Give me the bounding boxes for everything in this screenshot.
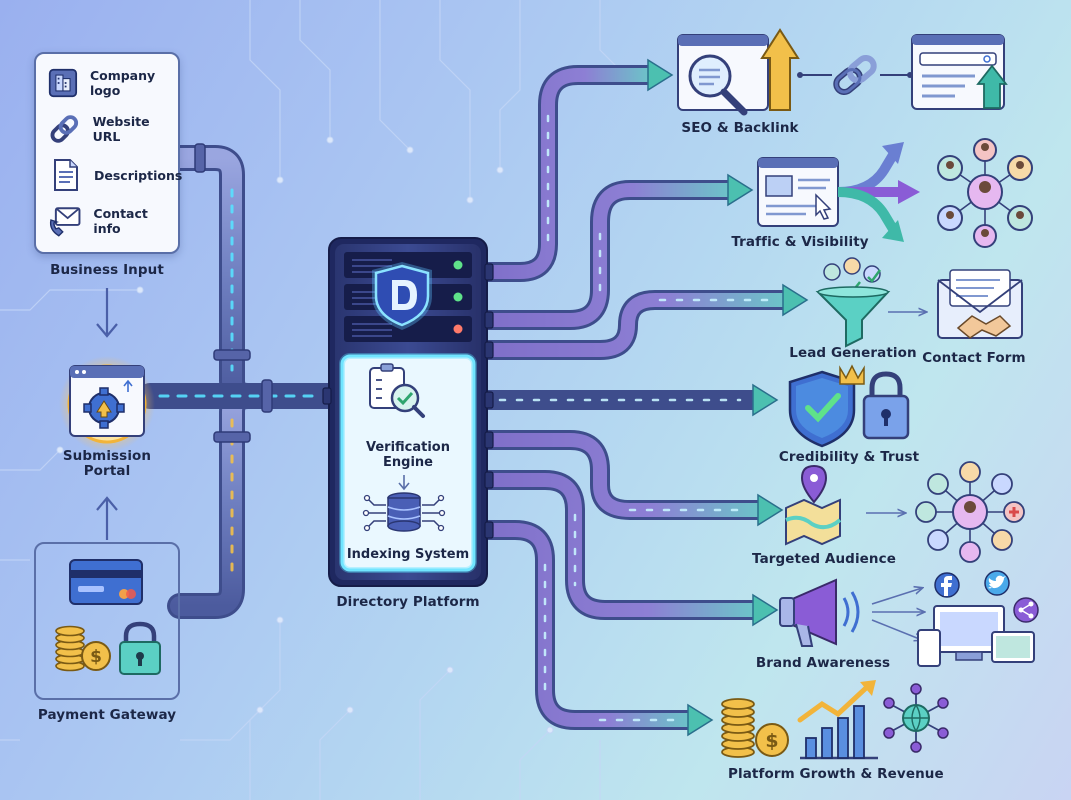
business-input-card: Company logo Website URL Descriptions Co… [34, 52, 182, 254]
bar-growth-icon [797, 680, 878, 760]
targeted-audience-label: Targeted Audience [752, 551, 897, 567]
payment-gateway-label: Payment Gateway [37, 707, 177, 723]
globe-network-icon [883, 683, 949, 753]
people-network-icon [937, 138, 1033, 248]
circuit-nodes [56, 76, 634, 734]
input-item-contact-info: Contact info [48, 204, 178, 238]
twitter-icon [984, 570, 1010, 596]
shield-check-icon [788, 364, 865, 448]
svg-text:$: $ [765, 730, 778, 752]
contact-form-label: Contact Form [922, 350, 1026, 366]
credit-card-icon [69, 559, 143, 605]
input-item-label: Company logo [89, 68, 156, 98]
submission-portal-label: Submission Portal [62, 448, 152, 479]
input-item-label: Contact info [93, 206, 148, 236]
seo-backlink-label: SEO & Backlink [681, 120, 799, 136]
input-item-company-logo: Company logo [48, 66, 178, 100]
verification-engine-label: Verification Engine [365, 440, 450, 470]
input-pipes [137, 145, 343, 619]
credibility-trust-label: Credibility & Trust [778, 449, 920, 465]
verification-clipboard-icon [369, 363, 425, 418]
pipe-couplings [194, 143, 273, 443]
lead-generation-label: Lead Generation [789, 345, 917, 361]
input-item-website-url: Website URL [48, 112, 178, 146]
output-pipes [477, 65, 795, 730]
building-icon [48, 68, 78, 98]
platform-growth-revenue-label: Platform Growth & Revenue [728, 766, 944, 782]
link-icon [50, 115, 79, 143]
funnel-icon [815, 257, 891, 348]
seo-up-arrow-icon [760, 28, 800, 111]
output-arrowheads [647, 58, 809, 737]
megaphone-icon [779, 578, 860, 647]
facebook-icon [934, 572, 960, 598]
traffic-visibility-label: Traffic & Visibility [731, 234, 869, 250]
directory-server [322, 237, 494, 587]
padlock-icon [862, 371, 910, 440]
payment-gateway-card [34, 542, 180, 700]
shield-logo-icon [372, 262, 432, 330]
traffic-fork-arrows-icon [837, 142, 920, 242]
submission-portal-icon [59, 356, 155, 452]
circuit-traces [0, 0, 760, 800]
devices-icon [917, 605, 1035, 667]
indexing-database-icon [362, 492, 446, 532]
flow-arrows-left [96, 288, 118, 540]
map-pin-icon [785, 464, 842, 546]
brand-awareness-label: Brand Awareness [755, 655, 891, 671]
directory-platform-label: Directory Platform [336, 594, 480, 610]
input-item-label: Website URL [92, 114, 150, 144]
seo-browser-icon [677, 34, 769, 116]
document-icon [54, 159, 78, 191]
share-icon [1013, 597, 1039, 623]
input-item-descriptions: Descriptions [48, 158, 182, 192]
search-results-icon [911, 34, 1008, 110]
chain-link-icon [833, 55, 877, 95]
traffic-browser-icon [757, 157, 839, 227]
audience-network-icon [915, 461, 1025, 563]
svg-text:$: $ [90, 647, 102, 667]
contact-form-handshake-icon [937, 269, 1023, 339]
envelope-phone-icon [49, 207, 81, 237]
payment-coins-icon: $ [55, 625, 111, 672]
business-input-label: Business Input [50, 262, 164, 278]
indexing-system-label: Indexing System [346, 547, 470, 562]
brand-arrows [871, 588, 924, 640]
coins-dollar-icon: $ [721, 698, 789, 758]
payment-padlock-icon [119, 621, 161, 675]
input-item-label: Descriptions [94, 167, 183, 183]
